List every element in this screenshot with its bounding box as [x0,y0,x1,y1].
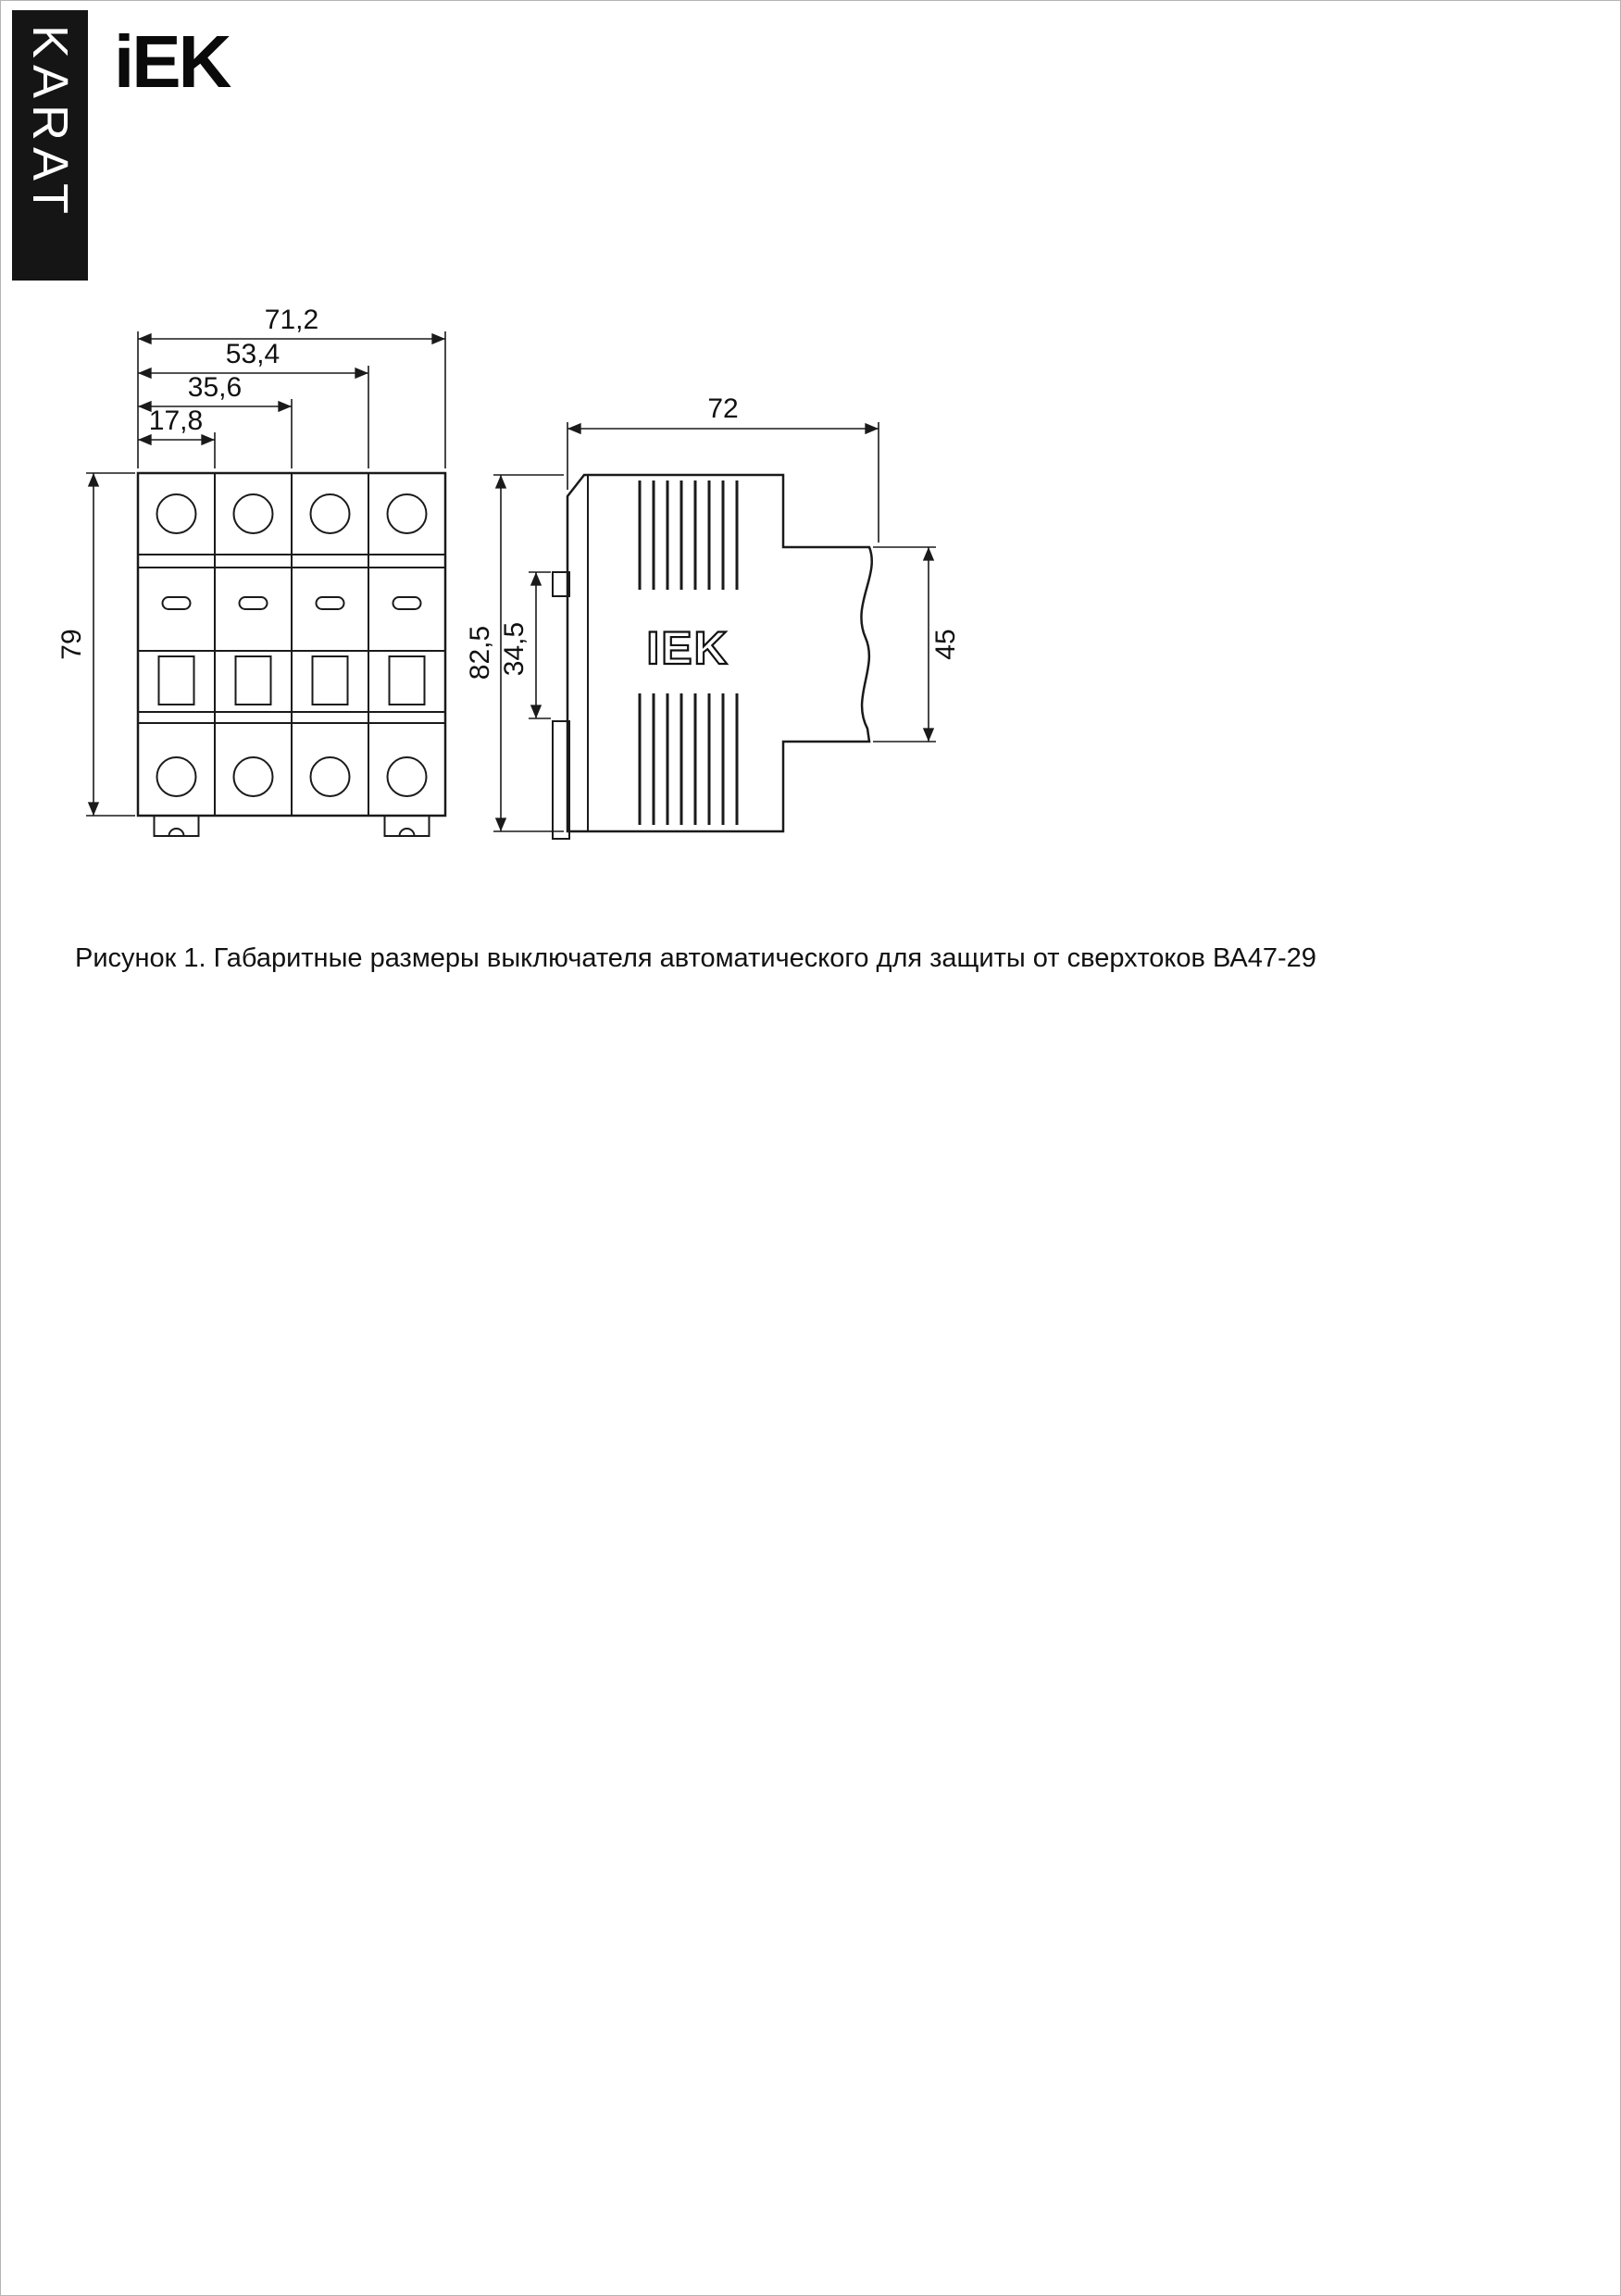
iek-logo-text: iEK [114,20,231,103]
terminal-screw [232,493,274,534]
toggle-handle [234,655,272,705]
side-dimension-lines [493,422,936,832]
indicator-window [315,596,345,610]
front-view: 71,2 53,4 35,6 17,8 79 [56,305,447,837]
toggle-handle [311,655,349,705]
indicator-window [238,596,268,610]
front-dimension-lines [86,331,446,817]
dim-label-depth: 72 [707,393,738,424]
dim-label-two-modules: 35,6 [188,372,242,403]
side-view: IEK 72 82,5 34,5 [465,393,961,840]
terminal-screw [232,756,274,797]
din-groove-hook [552,571,570,597]
dim-label-front-height: 79 [56,629,87,659]
figure-caption: Рисунок 1. Габаритные размеры выключател… [75,943,1316,973]
karat-series-label: KARAT [22,25,78,221]
device-iek-logo: IEK [646,622,729,674]
dim-label-total-width: 71,2 [265,305,318,335]
din-clip-notch [168,828,185,837]
iek-logo: iEK [114,25,231,99]
dim-label-one-module: 17,8 [149,406,203,436]
side-body-outline [552,473,873,840]
toggle-handle [388,655,426,705]
dim-label-total-height: 82,5 [465,626,495,680]
vent-slots [638,480,739,825]
indicator-window [392,596,422,610]
karat-banner: KARAT [12,10,88,281]
toggle-handle [157,655,195,705]
front-body-details [138,473,445,837]
dim-label-din-section: 34,5 [499,622,530,676]
terminal-screw [309,493,351,534]
dim-label-front-section: 45 [930,629,961,659]
indicator-window [161,596,192,610]
dim-label-three-modules: 53,4 [226,339,280,369]
din-clip-notch [398,828,416,837]
din-clip-latch [552,720,570,840]
terminal-screw [156,756,197,797]
terminal-screw [156,493,197,534]
din-clip [383,815,430,837]
terminal-screw [309,756,351,797]
terminal-screw [386,493,428,534]
din-clip [153,815,200,837]
terminal-screw [386,756,428,797]
